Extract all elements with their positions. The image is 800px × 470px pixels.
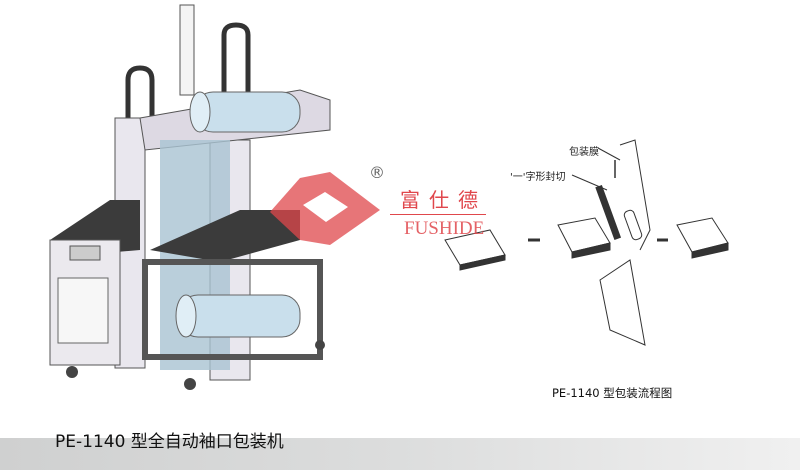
registered-mark: ® — [369, 163, 385, 182]
brand-name-en: FUSHIDE — [404, 218, 485, 239]
seal-label: '一'字形封切 — [510, 172, 566, 183]
film-label: 包装膜 — [569, 147, 599, 158]
brand-logo-mark — [270, 172, 380, 245]
process-diagram — [444, 139, 729, 346]
diagram-caption: PE-1140 型包装流程图 — [552, 386, 673, 400]
footer-band — [0, 438, 800, 470]
brand-name-cn: 富仕德 — [400, 188, 487, 212]
page-title: PE-1140 型全自动袖口包装机 — [55, 432, 284, 452]
brand-divider — [390, 214, 486, 215]
